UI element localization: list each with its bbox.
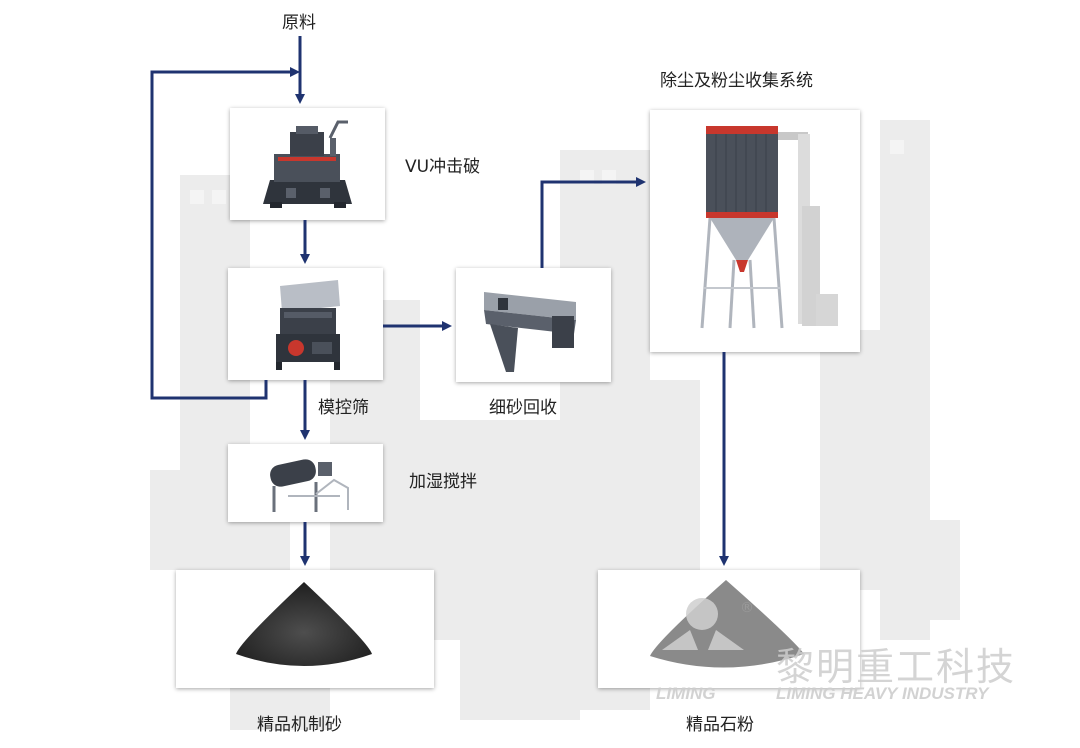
- fine-sand-product-label: 精品机制砂: [257, 715, 342, 735]
- vu-crusher-label: VU冲击破: [405, 157, 481, 177]
- dust-system-card: [650, 110, 860, 352]
- watermark-english-long: LIMING HEAVY INDUSTRY: [776, 684, 989, 703]
- vibrating-screen-icon: [276, 280, 340, 370]
- fine-sand-product-card: [176, 570, 434, 688]
- screen-card: [228, 268, 383, 380]
- humidify-mix-label: 加湿搅拌: [409, 472, 477, 492]
- liming-logo-mark: [662, 598, 744, 650]
- powder-pile-icon: ®: [650, 580, 804, 668]
- raw-material-label: 原料: [282, 13, 316, 33]
- baghouse-dust-collector-icon: [700, 126, 838, 329]
- watermark-english-short: LIMING: [656, 684, 716, 703]
- fine-sand-recovery-label: 细砂回收: [489, 398, 557, 418]
- watermark-chinese: 黎明重工科技: [776, 645, 1017, 689]
- vertical-shaft-impact-crusher-icon: [263, 120, 352, 208]
- fine-powder-product-label: 精品石粉: [686, 715, 754, 735]
- sand-pile-icon: [236, 582, 372, 666]
- humidifying-mixer-icon: [270, 459, 349, 512]
- screen-label: 模控筛: [318, 398, 369, 418]
- fine-powder-product-card: ®: [598, 570, 860, 688]
- sand-recovery-unit-icon: [484, 292, 576, 372]
- fine-sand-recovery-card: [456, 268, 611, 382]
- humidify-mixer-card: [228, 444, 383, 522]
- vu-crusher-card: [230, 108, 385, 220]
- registered-mark: ®: [740, 600, 754, 616]
- dust-system-label: 除尘及粉尘收集系统: [660, 71, 813, 91]
